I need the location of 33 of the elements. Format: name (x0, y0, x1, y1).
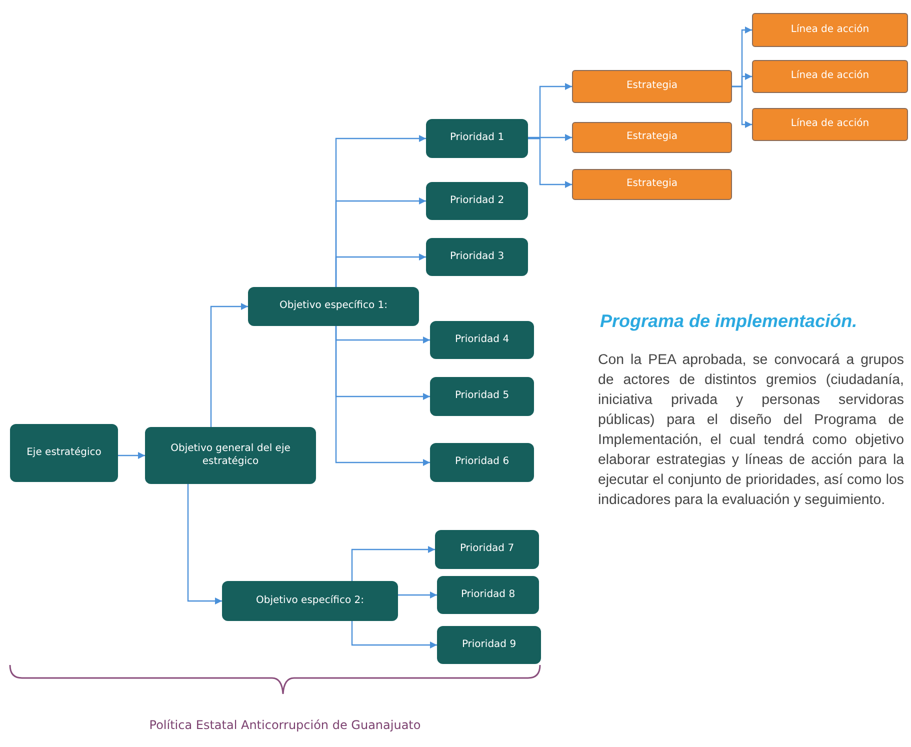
process-box: Prioridad 5 (430, 377, 534, 416)
arrow (398, 591, 437, 599)
arrow (335, 253, 426, 287)
process-box: Prioridad 4 (430, 321, 534, 359)
strategy-box: Línea de acción (752, 13, 908, 47)
paragraph: Con la PEA aprobada, se convocará a grupos de actores de distintos gremios (ciudadanía, iniciativa privada y personas servidoras públicas) para el diseño del Programa de Implementación, el cual tendrá como objetivo elaborar estrategias y líneas de acción para la ejecutar el conjunto de prioridades, así como los indicadores para la evaluación y seguimiento. (598, 351, 904, 510)
arrow (528, 134, 572, 142)
strategy-box: Estrategia (572, 70, 732, 103)
process-box: Eje estratégico (10, 424, 118, 482)
arrow (187, 484, 222, 605)
process-box: Prioridad 3 (426, 238, 528, 276)
process-box: Objetivo general del eje estratégico (145, 427, 316, 484)
arrow (528, 138, 572, 188)
process-box: Objetivo específico 2: (222, 581, 398, 621)
strategy-box: Estrategia (572, 169, 732, 200)
strategy-box: Estrategia (572, 122, 732, 153)
process-box: Prioridad 7 (435, 530, 539, 569)
process-box: Objetivo específico 1: (248, 287, 419, 326)
caption-text: Política Estatal Anticorrupción de Guanajuato (148, 718, 422, 732)
heading: Programa de implementación. (600, 311, 858, 332)
strategy-box: Línea de acción (752, 60, 908, 93)
arrow (210, 302, 248, 427)
arrow (732, 86, 752, 128)
process-box: Prioridad 8 (437, 576, 539, 614)
process-box: Prioridad 2 (426, 182, 528, 220)
process-box: Prioridad 9 (437, 626, 541, 664)
strategy-box: Línea de acción (752, 108, 908, 141)
process-box: Prioridad 1 (426, 119, 528, 158)
arrow (118, 452, 145, 460)
arrow (351, 546, 435, 581)
process-box: Prioridad 6 (430, 443, 534, 482)
arrow (351, 621, 437, 649)
arrow (335, 326, 430, 466)
